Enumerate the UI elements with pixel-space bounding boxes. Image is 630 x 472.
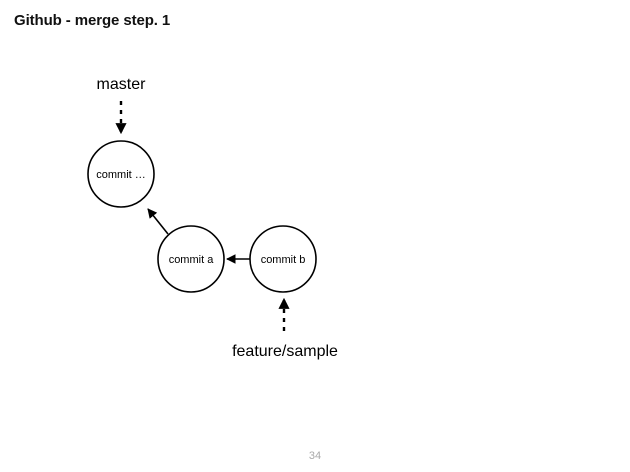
node-commit-dots-label: commit … bbox=[96, 169, 146, 181]
page-title: Github - merge step. 1 bbox=[14, 12, 171, 29]
edge-commit-a-to-commit-dots bbox=[147, 208, 169, 235]
branch-label-master: master bbox=[97, 76, 147, 93]
node-commit-a[interactable] bbox=[157, 225, 225, 293]
node-commit-a-label: commit a bbox=[169, 254, 215, 266]
node-commit-b-label: commit b bbox=[261, 254, 306, 266]
page-number: 34 bbox=[308, 450, 322, 462]
git-merge-diagram: master commit … commit a commit b featur… bbox=[87, 76, 338, 360]
node-commit-dots[interactable] bbox=[87, 140, 155, 208]
branch-label-feature-sample: feature/sample bbox=[232, 343, 338, 360]
node-commit-b[interactable] bbox=[249, 225, 317, 293]
